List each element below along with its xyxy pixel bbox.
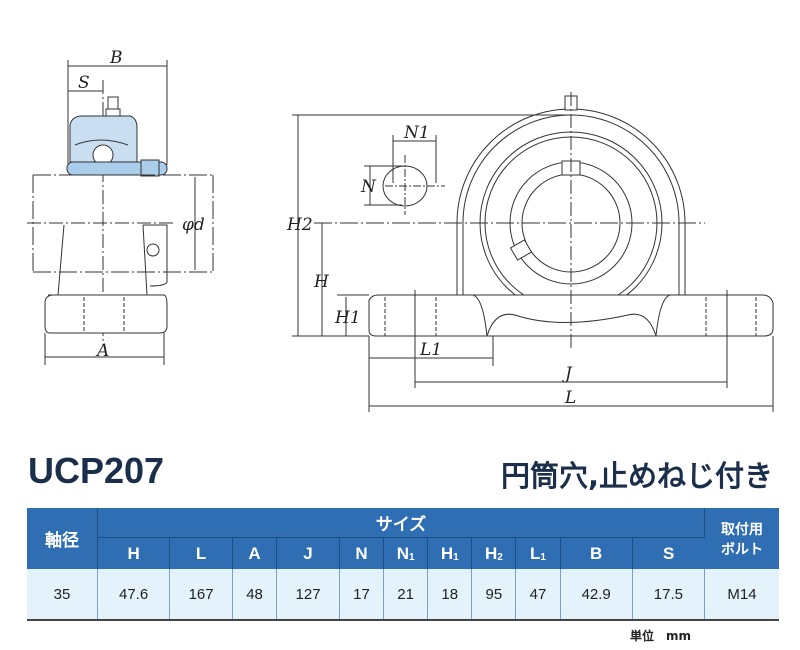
column-header-l1: L1 — [515, 537, 561, 569]
front-view — [292, 92, 774, 412]
shaft-diameter-cell: 35 — [27, 569, 98, 621]
value-cell-s: 17.5 — [632, 569, 706, 621]
side-view — [27, 60, 215, 365]
column-header-s: S — [632, 537, 705, 569]
size-header: サイズ — [97, 508, 705, 538]
value-cell-h: 47.6 — [97, 569, 171, 621]
label-H: H — [313, 272, 330, 292]
column-header-n: N — [339, 537, 385, 569]
column-header-h2: H2 — [471, 537, 517, 569]
column-header-h1: H1 — [427, 537, 473, 569]
label-phi-d: φd — [182, 215, 205, 235]
label-H1: H1 — [334, 308, 361, 328]
column-header-l: L — [169, 537, 233, 569]
unit-note: 単位 mm — [630, 629, 692, 643]
value-cell-h2: 95 — [471, 569, 517, 621]
column-header-n1: N1 — [383, 537, 429, 569]
value-cell-l1: 47 — [515, 569, 561, 621]
value-cell-h1: 18 — [427, 569, 473, 621]
column-header-b: B — [560, 537, 633, 569]
column-header-h: H — [97, 537, 171, 569]
value-cell-a: 48 — [232, 569, 278, 621]
label-A: A — [95, 341, 109, 361]
value-cell-n: 17 — [339, 569, 385, 621]
value-cell-j: 127 — [276, 569, 340, 621]
label-L: L — [564, 388, 576, 408]
label-N1: N1 — [403, 123, 430, 143]
label-H2: H2 — [286, 215, 313, 235]
column-header-a: A — [232, 537, 278, 569]
bore-type-subtitle: 円筒穴,止めねじ付き — [500, 459, 773, 493]
label-N: N — [360, 177, 377, 197]
value-cell-n1: 21 — [383, 569, 429, 621]
bolt-header: 取付用ボルト — [704, 508, 779, 569]
label-S: S — [78, 73, 90, 93]
bearing-drawing: B S φd A N1 N H2 H H1 L1 J L — [27, 48, 774, 412]
shaft-diameter-header: 軸径 — [27, 508, 98, 569]
value-cell-l: 167 — [169, 569, 233, 621]
label-B: B — [109, 48, 123, 68]
value-cell-b: 42.9 — [560, 569, 633, 621]
column-header-j: J — [276, 537, 340, 569]
label-J: J — [562, 364, 573, 384]
label-L1: L1 — [419, 340, 442, 360]
bolt-cell: M14 — [704, 569, 779, 621]
model-title: UCP207 — [28, 450, 165, 491]
dimension-labels: B S φd A N1 N H2 H H1 L1 J L — [78, 48, 576, 408]
